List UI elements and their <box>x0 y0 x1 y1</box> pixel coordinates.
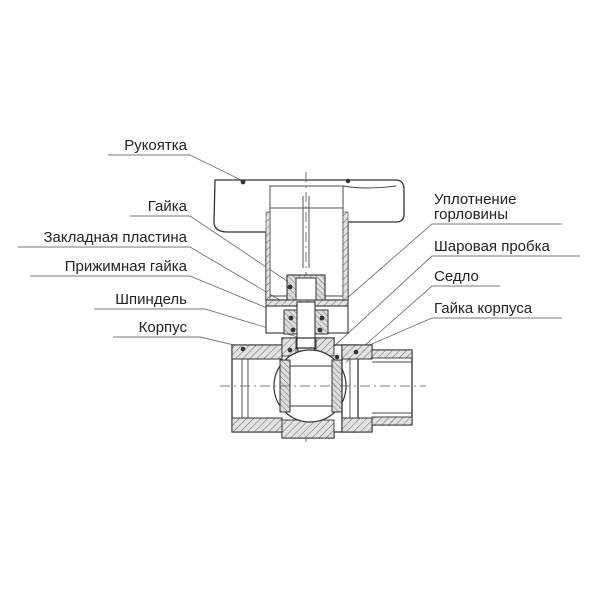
leader-body-nut <box>357 317 562 351</box>
label-neck-seal-line1: Уплотнение <box>434 191 516 208</box>
leader-clamp-nut <box>30 275 292 319</box>
leader-neck-seal <box>337 223 562 307</box>
label-body: Корпус <box>139 319 188 336</box>
label-body-nut: Гайка корпуса <box>434 300 533 317</box>
label-spindle: Шпиндель <box>115 291 187 308</box>
leader-nut <box>130 215 297 288</box>
label-seat: Седло <box>434 268 479 285</box>
leader-handle <box>108 154 244 182</box>
label-clamp-nut: Прижимная гайка <box>65 258 188 275</box>
leader-lines <box>18 154 580 363</box>
spindle-part <box>283 301 329 357</box>
label-insert-plate: Закладная пластина <box>44 229 188 246</box>
label-neck-seal-line2: горловины <box>434 206 508 223</box>
callout-labels: Рукоятка Гайка Закладная пластина Прижим… <box>44 137 551 336</box>
leader-insert-plate <box>18 246 286 304</box>
label-ball-plug: Шаровая пробка <box>434 238 550 255</box>
leader-seat <box>345 285 500 363</box>
handle-part <box>213 178 405 301</box>
label-nut: Гайка <box>148 198 188 215</box>
ball-plug-part <box>273 347 347 423</box>
leader-ball-plug <box>329 255 580 351</box>
label-handle: Рукоятка <box>124 137 187 154</box>
body-nut-part <box>341 344 413 433</box>
body-part <box>231 337 359 439</box>
